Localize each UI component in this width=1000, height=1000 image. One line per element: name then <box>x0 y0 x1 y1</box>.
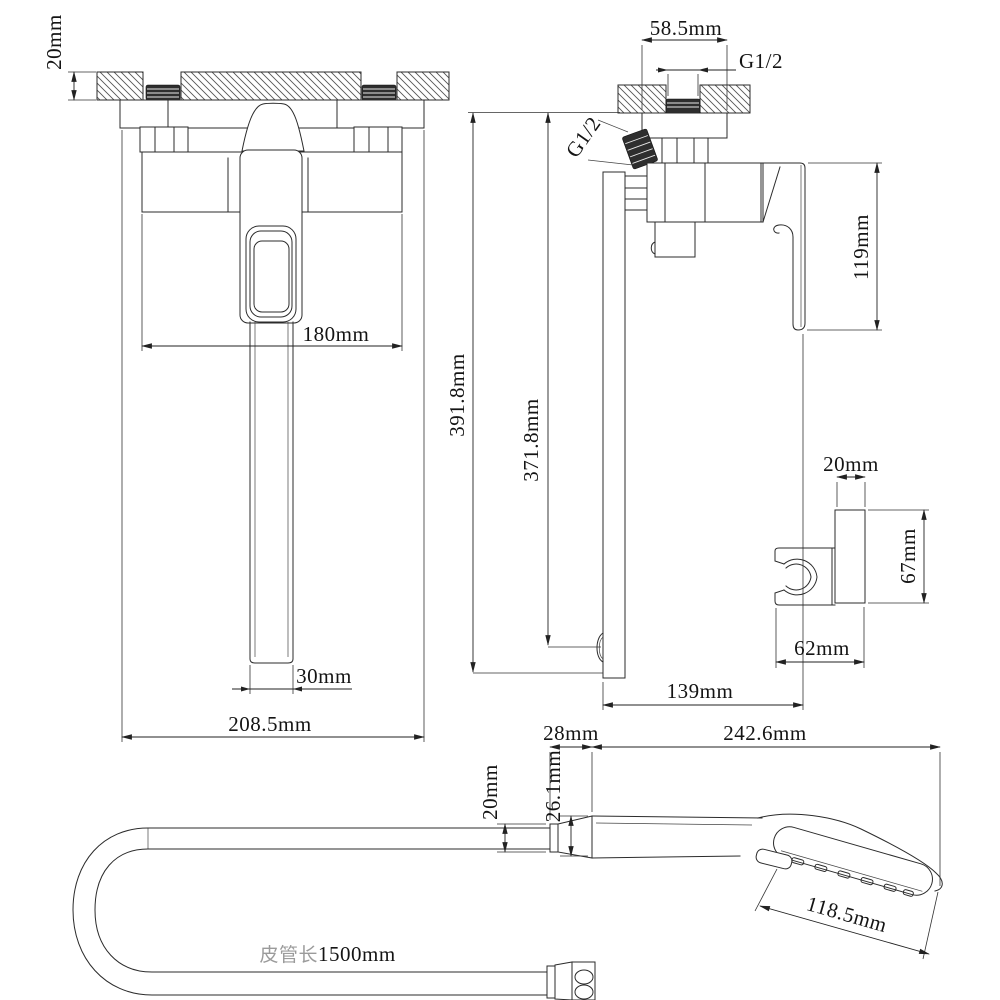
dim-side-wall-to-handle-label: 139mm <box>667 679 734 703</box>
dim-side-outlet-height-label: 371.8mm <box>519 398 543 481</box>
logo-plate <box>245 225 297 323</box>
holder-clip <box>774 547 836 565</box>
shower-head-face <box>773 826 933 897</box>
spout-hump <box>241 102 305 152</box>
dim-shower-cone-diameter-label: 26.1mm <box>541 750 565 822</box>
spout-tube <box>249 321 294 664</box>
dim-front-overall-width-label: 208.5mm <box>228 712 311 736</box>
hose-ring <box>549 823 559 853</box>
dim-holder-height-label: 67mm <box>896 528 920 584</box>
dim-holder-depth-label: 62mm <box>794 636 850 660</box>
escutcheon <box>641 112 728 139</box>
spout-plate <box>602 171 626 679</box>
dim-holder-width-label: 20mm <box>823 452 879 476</box>
hex-nut <box>624 175 648 211</box>
wall-hatch <box>396 71 450 101</box>
spout-column <box>239 149 303 324</box>
dim-side-top-thread-label: G1/2 <box>739 49 783 73</box>
hand-shower-view: 28mm 242.6mm 20mm 26.1mm 118.5mm 皮管长 150… <box>72 721 943 1000</box>
dim-front-wall-thickness-label: 20mm <box>42 14 66 70</box>
dim-side-inlet-thread-label: G1/2 <box>561 112 606 162</box>
dim-side-total-height-label: 391.8mm <box>445 353 469 436</box>
hex-nut <box>139 126 189 153</box>
holder-wall-plate <box>834 509 866 604</box>
wall-hatch <box>180 71 362 101</box>
dim-shower-hose-diameter-label: 20mm <box>478 764 502 820</box>
dim-front-mount-width-label: 180mm <box>303 322 370 346</box>
dim-front-spout-width-label: 30mm <box>296 664 352 688</box>
outlet-bump <box>596 632 604 663</box>
hose-length-value-label: 1500mm <box>318 942 396 966</box>
hex-nut <box>661 137 709 164</box>
thread-icon <box>361 84 397 101</box>
thread-icon <box>665 98 701 114</box>
front-view: 20mm 180mm 30mm 208.5mm <box>42 14 450 742</box>
wall-hatch <box>96 71 144 101</box>
shower-pause-button <box>755 848 793 870</box>
diverter-block <box>654 221 696 258</box>
shower-hose <box>72 827 551 996</box>
dim-shower-cone-length-label: 28mm <box>543 721 599 745</box>
hose-length-prefix-label: 皮管长 <box>259 944 318 966</box>
shower-head-shell <box>757 813 943 892</box>
dim-side-handle-height-label: 119mm <box>849 214 873 280</box>
shower-holder: 20mm 67mm 62mm <box>774 452 929 668</box>
wall-hatch <box>699 84 751 114</box>
thread-icon <box>145 84 181 101</box>
hex-nut <box>353 126 403 153</box>
dim-shower-total-length-label: 242.6mm <box>723 721 806 745</box>
handle-lever <box>773 162 806 331</box>
hose-end-fitting <box>546 961 596 1000</box>
side-view: 58.5mm G1/2 G1/2 <box>445 16 882 710</box>
dim-side-wall-offset-label: 58.5mm <box>650 16 722 40</box>
thread-icon <box>622 128 658 170</box>
